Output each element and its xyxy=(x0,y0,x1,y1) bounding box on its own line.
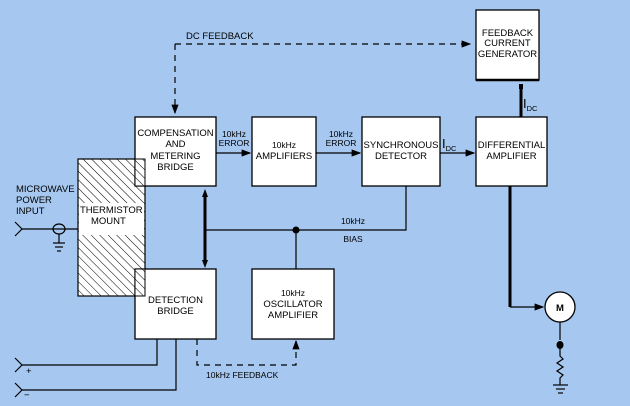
input-connector-icon xyxy=(14,221,23,237)
bias-label-2: BIAS xyxy=(343,234,363,244)
error2-label-1: 10kHz xyxy=(329,129,353,139)
compensation-label-2: AND xyxy=(165,139,185,150)
resistor-icon xyxy=(555,349,565,385)
fcg-label-1: FEEDBACK xyxy=(482,28,534,39)
compensation-metering-bridge-block xyxy=(134,116,217,187)
output-minus-connector-icon xyxy=(14,382,23,398)
fcg-label-2: CURRENT xyxy=(484,38,531,49)
amplifiers-label-1: 10kHz xyxy=(272,140,296,150)
compensation-label-3: METERING xyxy=(150,151,200,162)
meter-label: M xyxy=(556,303,564,314)
compensation-label-1: COMPENSATION xyxy=(137,128,213,139)
plus-label: + xyxy=(26,366,32,377)
bias-line xyxy=(205,186,407,231)
khz-feedback-label: 10kHz FEEDBACK xyxy=(206,370,279,380)
oscillator-amplifier-block xyxy=(251,268,335,340)
error2-label-2: ERROR xyxy=(326,138,357,148)
feedback-current-generator-block xyxy=(475,9,540,81)
osc-label-3: AMPLIFIER xyxy=(268,310,318,321)
sync-label-2: DETECTOR xyxy=(375,151,427,162)
compensation-label-4: BRIDGE xyxy=(157,162,193,173)
amplifiers-label-2: AMPLIFIERS xyxy=(256,151,313,162)
khz-feedback-line xyxy=(196,339,300,366)
synchronous-detector-block xyxy=(361,116,441,187)
bias-label-1: 10kHz xyxy=(341,216,365,226)
detection-label-2: BRIDGE xyxy=(157,306,193,317)
meter-node xyxy=(556,341,564,349)
error1-label-2: ERROR xyxy=(219,138,250,148)
error1-label-1: 10kHz xyxy=(222,129,246,139)
thermistor-label-1: THERMISTOR xyxy=(80,205,143,216)
microwave-label-2: POWER xyxy=(16,195,52,206)
minus-label: − xyxy=(24,390,30,401)
osc-label-1: 10kHz xyxy=(281,288,305,298)
output-plus-line xyxy=(22,339,158,366)
sync-label-1: SYNCHRONOUS xyxy=(364,140,439,151)
idc-label: IDC xyxy=(442,136,457,153)
amplifiers-block xyxy=(251,116,317,187)
microwave-label-3: INPUT xyxy=(16,206,45,217)
output-plus-connector-icon xyxy=(14,357,23,373)
dc-feedback-label: DC FEEDBACK xyxy=(186,31,254,42)
idc-up-label: IDC xyxy=(523,96,538,113)
diffamp-label-1: DIFFERENTIAL xyxy=(478,140,546,151)
osc-label-2: OSCILLATOR xyxy=(263,299,322,310)
fcg-label-3: GENERATOR xyxy=(478,49,537,60)
microwave-label-1: MICROWAVE xyxy=(16,184,75,195)
detection-bridge-block xyxy=(134,268,217,340)
output-minus-line xyxy=(22,339,177,391)
detection-label-1: DETECTION xyxy=(148,295,203,306)
diffamp-label-2: AMPLIFIER xyxy=(486,151,536,162)
thermistor-label-2: MOUNT xyxy=(91,216,126,227)
